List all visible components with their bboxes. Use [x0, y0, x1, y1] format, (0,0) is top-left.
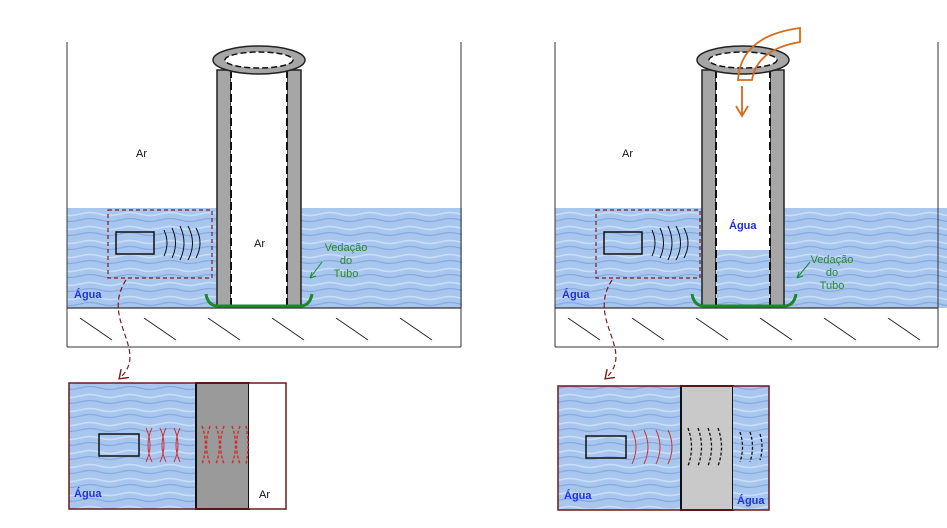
seal-label-1: Vedação — [811, 254, 854, 266]
zoom-water-label-right: Água — [737, 494, 765, 507]
callout-arrow-icon — [117, 279, 131, 378]
right-panel: Ar Água Água Vedação do Tubo — [554, 26, 947, 511]
transducer-icon — [98, 433, 140, 457]
sound-waves-zoom — [631, 429, 673, 465]
tube-water — [716, 250, 770, 306]
left-panel: Ar Ar Água Vedação do Tubo — [66, 42, 462, 510]
sound-waves-wall — [201, 425, 249, 465]
tube — [212, 45, 306, 307]
transducer-icon — [603, 231, 643, 255]
tube — [696, 45, 790, 307]
ground-hatch — [567, 317, 921, 341]
tube-seal — [204, 293, 314, 308]
transducer-icon — [585, 435, 627, 459]
sound-waves — [163, 225, 201, 261]
ground-hatch — [79, 317, 433, 341]
callout-box — [595, 209, 701, 279]
zoom-detail-left: Água Ar — [68, 382, 287, 510]
air-label-outside: Ar — [622, 148, 633, 160]
sound-waves-zoom — [145, 427, 181, 463]
water-label: Água — [562, 288, 590, 301]
callout-arrow-icon — [603, 279, 617, 378]
tube-water-label: Água — [729, 219, 757, 232]
zoom-water-label-left: Água — [564, 489, 592, 502]
air-label-tube: Ar — [254, 238, 265, 250]
zoom-detail-right: Água Água — [557, 385, 770, 511]
air-label-outside: Ar — [136, 148, 147, 160]
pour-arrow-icon — [735, 26, 801, 118]
callout-box — [107, 209, 213, 279]
seal-pointer — [309, 261, 323, 279]
zoom-air-label: Ar — [259, 489, 270, 501]
zoom-water-label: Água — [74, 487, 102, 500]
sound-waves — [651, 225, 689, 261]
seal-label-1: Vedação — [325, 242, 368, 254]
tube-seal — [690, 293, 798, 308]
seal-label-3: Tubo — [820, 280, 845, 292]
seal-pointer — [796, 261, 811, 279]
seal-label-3: Tubo — [334, 268, 359, 280]
seal-label-2: do — [340, 255, 352, 267]
seal-label-2: do — [826, 267, 838, 279]
sound-waves-wall — [687, 427, 763, 467]
water-label: Água — [74, 288, 102, 301]
transducer-icon — [115, 231, 155, 255]
